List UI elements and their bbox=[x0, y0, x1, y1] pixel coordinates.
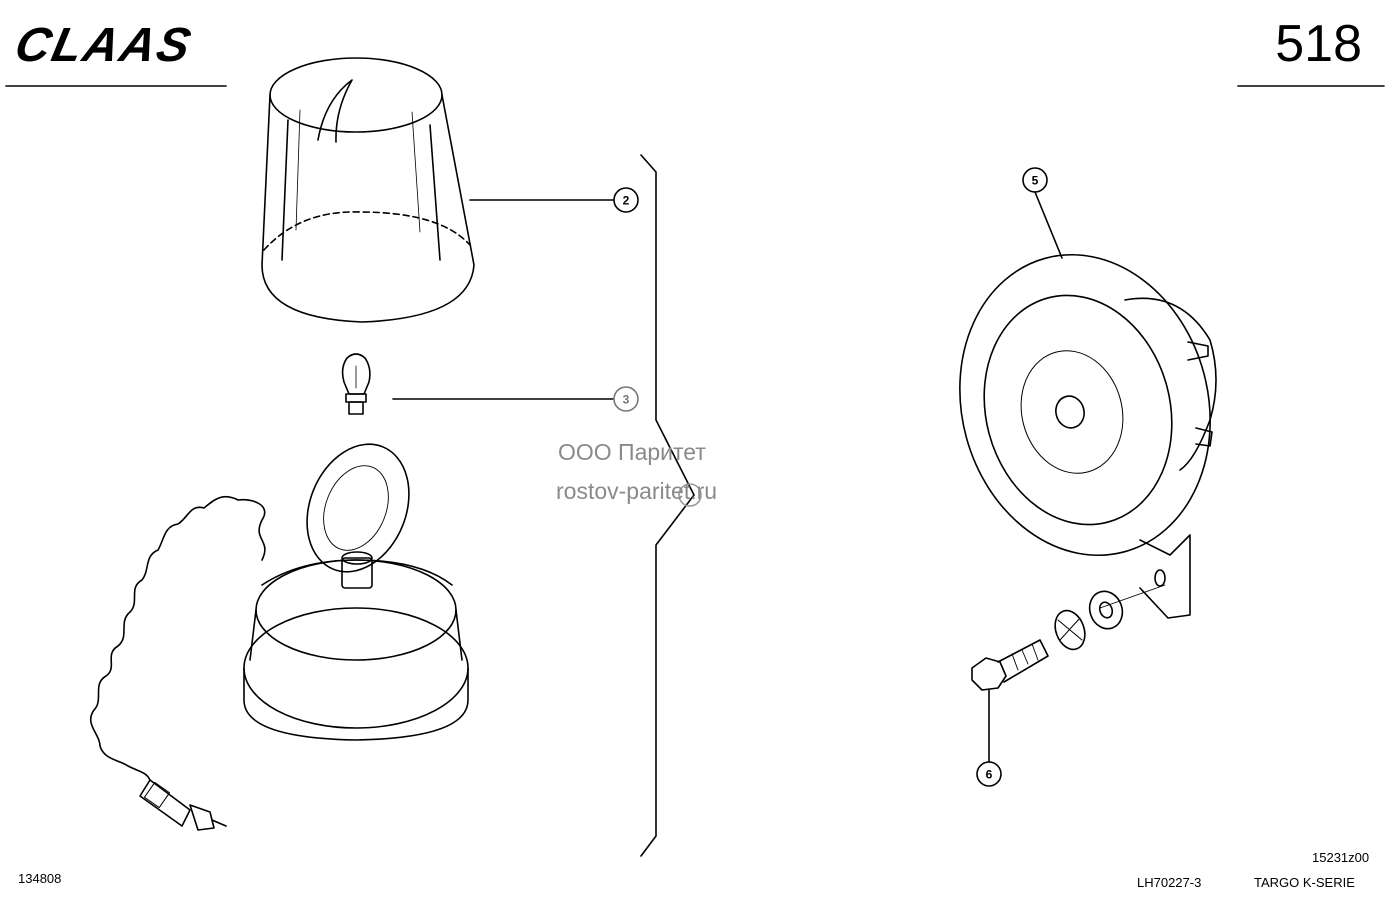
callout-circle-5 bbox=[1022, 167, 1048, 193]
callout-3: 3 bbox=[623, 393, 630, 407]
group-separator-line bbox=[640, 154, 695, 857]
cable-plug bbox=[139, 779, 227, 831]
callout-circle-3 bbox=[613, 386, 639, 412]
watermark-company: ООО Паритет bbox=[558, 439, 706, 465]
beacon-dome bbox=[261, 57, 475, 323]
watermark-url: rostov-paritet.ru bbox=[556, 478, 718, 504]
callout-5: 5 bbox=[1032, 174, 1039, 188]
callout-circle-faint bbox=[678, 483, 702, 507]
beacon-base bbox=[243, 443, 469, 741]
footer-number: 134808 bbox=[18, 871, 62, 886]
callout-6: 6 bbox=[986, 768, 993, 782]
horn bbox=[959, 253, 1217, 619]
footer-figure-code: 15231z00 bbox=[1312, 850, 1370, 865]
coiled-cable bbox=[89, 495, 266, 781]
bulb bbox=[341, 353, 371, 415]
callout-circle-6 bbox=[976, 761, 1002, 787]
footer-series: TARGO K-SERIE bbox=[1254, 875, 1355, 890]
callout-2: 2 bbox=[623, 194, 630, 208]
leader-5 bbox=[1034, 191, 1063, 259]
callout-circle-2 bbox=[613, 187, 639, 213]
footer-drawing-code: LH70227-3 bbox=[1137, 875, 1202, 890]
bolt-assembly bbox=[971, 584, 1166, 691]
page-number: 518 bbox=[1275, 15, 1362, 73]
